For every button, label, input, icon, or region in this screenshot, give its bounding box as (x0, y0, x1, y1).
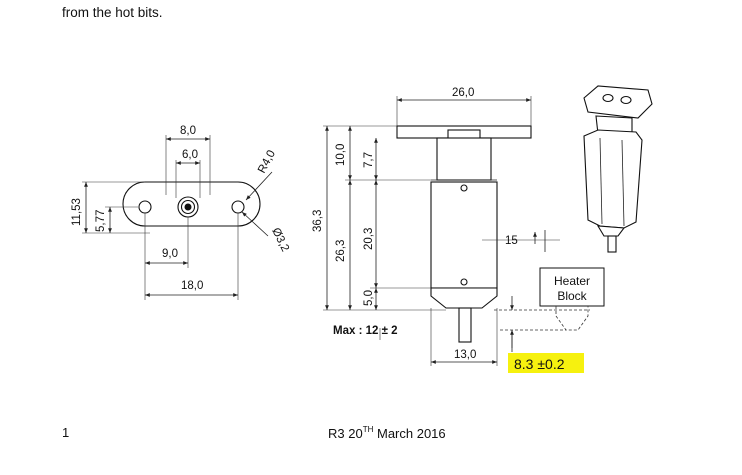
dim-36: 36,3 (312, 210, 324, 232)
iso-hole-1 (602, 93, 614, 103)
page-number: 1 (62, 425, 70, 440)
iso-cone (596, 225, 626, 237)
iso-tip (607, 235, 617, 253)
dim-18: 18,0 (181, 280, 203, 292)
dim-9: 9,0 (162, 248, 178, 260)
dim-11: 11,53 (71, 198, 83, 226)
footer-superscript: TH (362, 425, 374, 434)
dim-7: 7,7 (363, 152, 375, 168)
top-view: 8,0 6,0 R4,0 Ø3,2 11,53 5,77 9,0 18,0 (71, 125, 291, 300)
dim-20: 20,3 (363, 228, 375, 250)
side-view: 26,0 36,3 10,0 26,3 7,7 20,3 5,0 Max : 1… (312, 87, 605, 373)
highlight-box (508, 353, 584, 373)
heatsink-upper (436, 137, 492, 181)
heater-block-box (539, 267, 605, 307)
dim-13: 13,0 (454, 349, 476, 361)
iso-hole-2 (620, 95, 632, 105)
intro-text: from the hot bits. (62, 5, 163, 20)
footer-text: R3 20TH March 2016 (328, 425, 446, 441)
nozzle-tip (458, 307, 472, 343)
dim-10: 10,0 (335, 144, 347, 166)
left-hole (138, 200, 152, 214)
max-label: Max : 12 ± 2 (333, 325, 397, 337)
center-bore-inner (184, 203, 192, 211)
dim-6: 6,0 (182, 149, 198, 161)
dim-15: 15 (505, 235, 518, 247)
iso-body (583, 129, 643, 229)
footer-suffix: March 2016 (373, 426, 446, 441)
nozzle-cone (430, 287, 498, 309)
dim-5: 5,77 (95, 210, 107, 232)
heater-label-line2: Block (557, 289, 587, 303)
iso-plate (583, 85, 653, 119)
dim-26: 26,0 (452, 87, 474, 99)
iso-view (583, 85, 653, 253)
upper-screw (460, 184, 468, 192)
footer-prefix: R3 20 (328, 426, 363, 441)
dim-8: 8,0 (180, 125, 196, 137)
lower-screw (460, 278, 468, 286)
heater-body (430, 181, 498, 289)
right-hole (231, 200, 245, 214)
dim-d3: Ø3,2 (269, 226, 291, 254)
dim-26-3: 26,3 (335, 240, 347, 262)
dim-r4: R4,0 (256, 148, 278, 175)
heater-label-line1: Heater (554, 274, 590, 288)
highlight-value: 8.3 ±0.2 (514, 356, 565, 372)
dim-5-0: 5,0 (363, 290, 375, 306)
